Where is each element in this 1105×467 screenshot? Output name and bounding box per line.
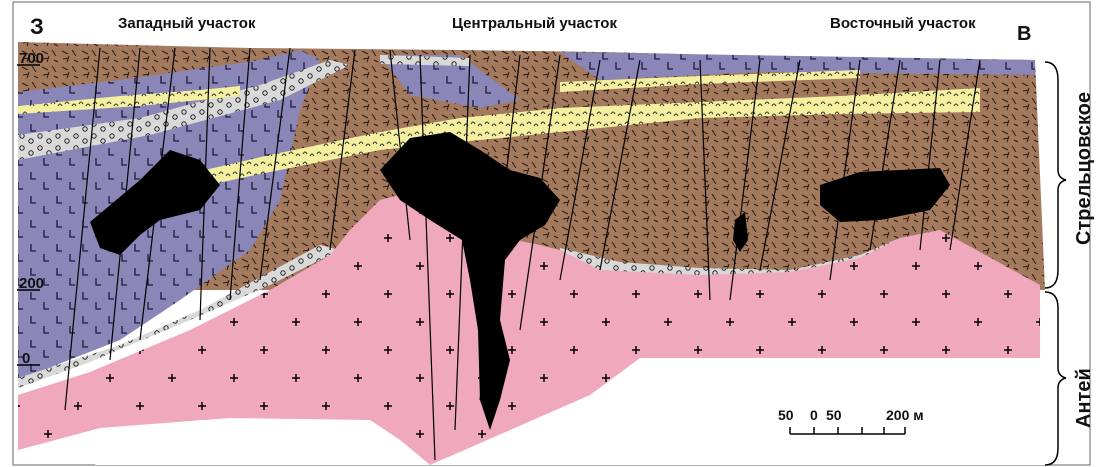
elevation-700: 700 [19,50,44,67]
scale-label-50-right: 50 [826,407,842,423]
elevation-0: 0 [22,350,30,367]
east-direction-label: В [1017,23,1031,45]
west-section-label: Западный участок [118,15,256,32]
scale-label-0: 0 [810,407,818,423]
west-direction-label: З [30,14,44,39]
upper-unit-label: Стрельцовское [1073,92,1095,245]
scale-label-50-left: 50 [778,407,794,423]
east-section-label: Восточный участок [830,15,976,32]
scale-label-200m: 200 м [886,407,924,423]
central-section-label: Центральный участок [452,15,617,32]
lower-unit-label: Антей [1073,368,1095,428]
elevation-200: 200 [19,275,44,292]
